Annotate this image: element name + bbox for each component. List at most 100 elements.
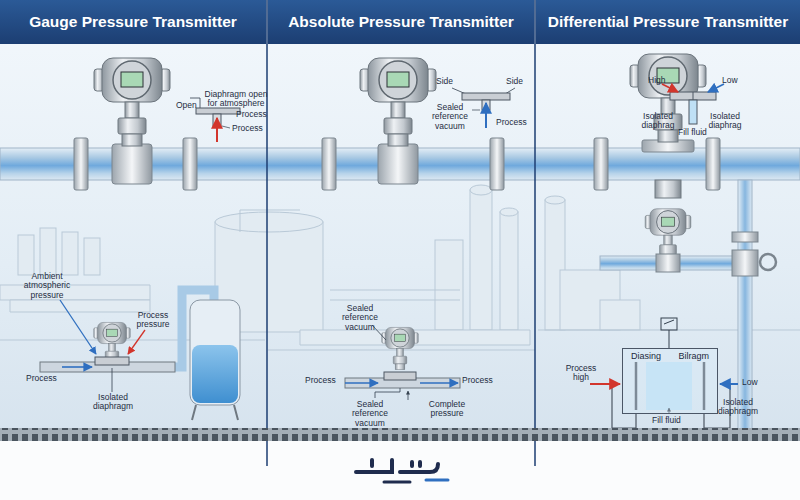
panel-title: Absolute Pressure Transmitter	[288, 13, 514, 31]
callout-label: Process	[305, 376, 336, 385]
gauge-lower-diagram	[40, 290, 240, 420]
transmitters	[94, 322, 130, 364]
differential-piping	[732, 250, 758, 276]
callout-label: Complete pressure	[418, 400, 476, 419]
plant-background	[84, 238, 100, 275]
panel-title: Gauge Pressure Transmitter	[29, 13, 237, 31]
plant-background	[18, 235, 34, 275]
transmitter-panel: Absolute Pressure Transmitter	[268, 0, 534, 466]
absolute-mini-diagram	[485, 103, 487, 128]
differential-mini-diagram	[670, 92, 716, 100]
callout-label: Process	[462, 376, 493, 385]
differential-lower-diagram	[590, 318, 738, 428]
callout-label: High	[648, 76, 665, 85]
panel-header: Gauge Pressure Transmitter	[0, 0, 266, 44]
plant-background	[62, 232, 78, 275]
plant-background	[500, 208, 518, 216]
gauge-lower-diagram	[112, 368, 113, 392]
plant-background	[435, 240, 463, 330]
gauge-mini-diagram	[216, 118, 218, 142]
callout-label: Sealed reference vacuum	[332, 304, 388, 332]
callout-label: Sealed reference vacuum	[424, 103, 476, 131]
logo	[356, 460, 392, 472]
panel-header: Absolute Pressure Transmitter	[268, 0, 534, 44]
panel-dividers	[534, 0, 536, 466]
callout-label: Side	[436, 77, 453, 86]
differential-piping	[738, 180, 752, 430]
plant-background	[215, 212, 323, 232]
gauge-lower-diagram	[128, 330, 145, 354]
absolute-lower-diagram	[384, 372, 416, 380]
logo	[356, 460, 448, 482]
callout-label: Process high	[560, 364, 602, 383]
differential-mini-diagram	[662, 84, 678, 92]
main-pipe	[322, 138, 336, 190]
logo	[370, 460, 374, 466]
callout-label: Diaphragm open for atmosphere	[200, 90, 272, 109]
transmitters	[94, 322, 130, 364]
differential-lower-diagram	[669, 330, 670, 348]
callout-label: Open	[176, 101, 197, 110]
plant-background	[240, 210, 300, 232]
gauge-mini-diagram	[222, 126, 230, 128]
absolute-mini-diagram	[472, 110, 480, 111]
plant-background	[470, 190, 492, 330]
gauge-lower-diagram	[60, 300, 96, 354]
plant-background	[40, 228, 56, 275]
callout-label: Low	[742, 378, 758, 387]
gauge-lower-diagram	[95, 357, 129, 365]
differential-mini-diagram	[689, 100, 697, 124]
diaphragm-box: Diasing Bilragm	[622, 348, 718, 414]
callout-label: Side	[506, 77, 523, 86]
callout-label: Process	[232, 124, 263, 133]
plant-background	[0, 285, 150, 300]
callout-label: Process	[236, 110, 267, 119]
differential-lower-diagram	[664, 320, 674, 324]
box-label: Bilragm	[678, 351, 709, 413]
callout-label: Isolated diaphragm	[712, 398, 764, 417]
floor-grating	[0, 428, 800, 441]
main-pipe	[183, 138, 197, 190]
callout-label: Low	[722, 76, 738, 85]
gauge-lower-diagram	[192, 345, 238, 403]
differential-lower-diagram	[661, 318, 677, 330]
differential-piping	[732, 232, 758, 242]
main-pipe	[112, 144, 152, 184]
box-label: Diasing	[631, 351, 661, 413]
differential-mini-diagram	[708, 84, 724, 92]
callout-label: Ambient atmospheric pressure	[16, 272, 78, 300]
panel-dividers	[266, 0, 268, 466]
background	[0, 0, 800, 440]
differential-piping	[656, 254, 680, 272]
differential-lower-diagram	[590, 383, 620, 385]
transmitter-panel: Gauge Pressure Transmitter	[0, 0, 266, 466]
main-pipe	[74, 138, 88, 190]
callout-label: Process	[26, 374, 57, 383]
gauge-lower-diagram	[192, 405, 238, 420]
plant-background	[600, 300, 640, 330]
transmitters	[382, 327, 418, 369]
differential-piping	[760, 254, 776, 270]
absolute-lower-diagram	[408, 391, 409, 400]
background	[0, 440, 800, 500]
logo	[412, 462, 420, 466]
transmitters	[382, 327, 418, 369]
transmitters	[94, 54, 706, 370]
absolute-lower-diagram	[375, 388, 400, 398]
transmitter-panel: Differential Pressure TransmitterDiasing…	[536, 0, 800, 466]
differential-piping	[600, 180, 776, 430]
main-pipe	[490, 138, 504, 190]
main-pipe	[378, 144, 418, 184]
transmitters	[360, 58, 436, 146]
plant-background	[330, 290, 460, 291]
floor-grating	[0, 428, 800, 441]
absolute-lower-diagram	[420, 382, 458, 384]
callout-label: Isolated diaphrag	[636, 112, 680, 131]
callout-label: Fill fluid	[678, 128, 707, 137]
callout-label: Process pressure	[126, 311, 180, 330]
differential-piping	[655, 180, 681, 198]
callout-label: Fill fluid	[652, 416, 681, 425]
main-pipe	[594, 138, 608, 190]
